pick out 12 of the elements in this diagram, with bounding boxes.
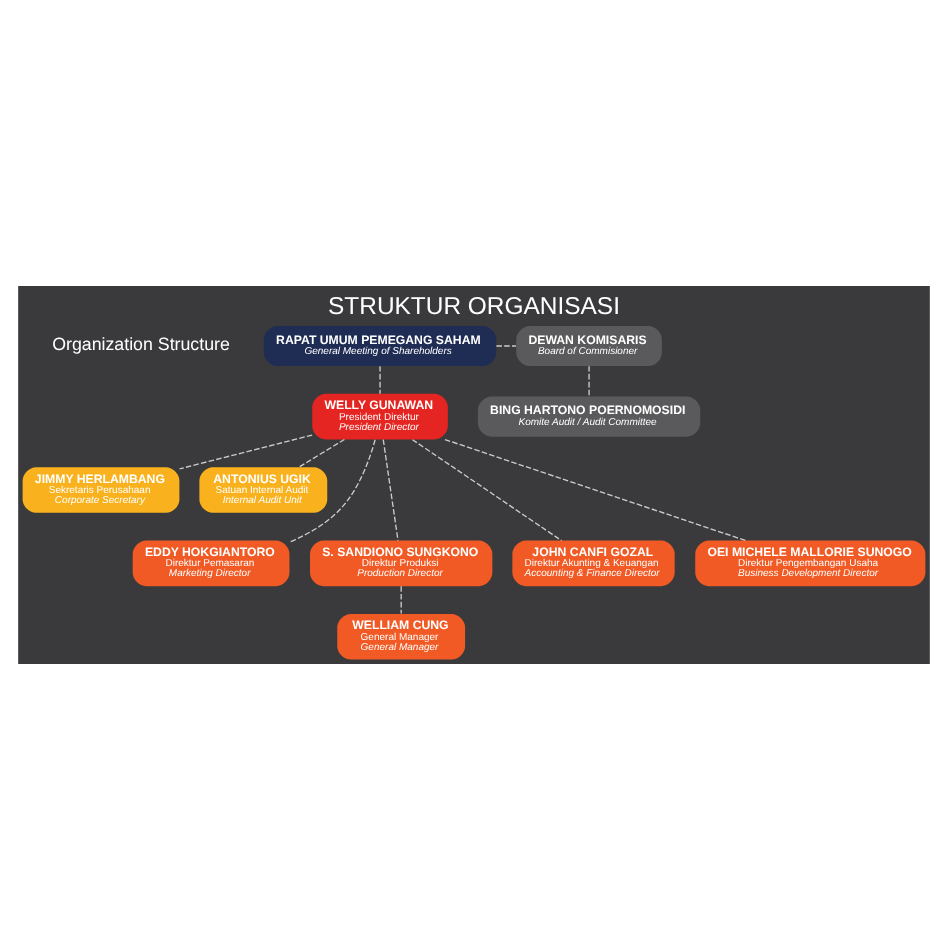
connector [588, 364, 590, 397]
connector [298, 437, 346, 467]
label: Organization Structure [52, 333, 230, 354]
connector [444, 437, 747, 541]
connector [379, 364, 381, 394]
connector [288, 438, 376, 542]
diagram-title: STRUKTUR ORGANISASI [328, 291, 620, 320]
connector [400, 584, 402, 614]
connector [382, 438, 399, 541]
connector [411, 438, 563, 541]
connector [495, 344, 517, 346]
connector [178, 433, 313, 469]
